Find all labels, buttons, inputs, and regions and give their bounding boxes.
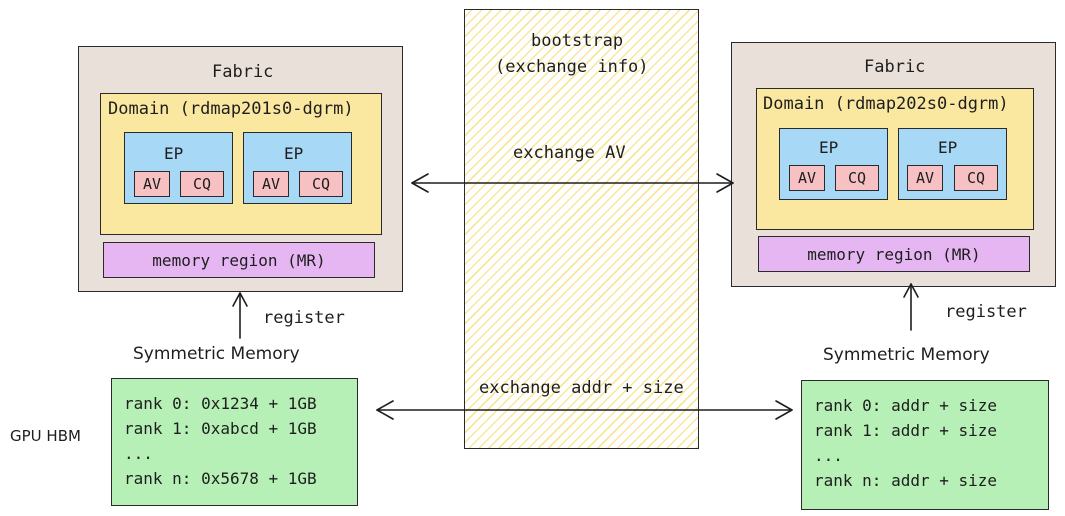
right-endpoint-2-label: EP bbox=[938, 138, 958, 157]
gpu-hbm-label: GPU HBM bbox=[10, 427, 81, 445]
left-endpoint-1-av: AV bbox=[134, 171, 170, 197]
right-symmetric-memory-label: Symmetric Memory bbox=[823, 345, 990, 365]
right-endpoint-1-cq: CQ bbox=[835, 165, 879, 191]
left-register-label: register bbox=[263, 308, 345, 328]
right-memory-region: memory region (MR) bbox=[758, 236, 1030, 272]
left-endpoint-2-av: AV bbox=[253, 171, 289, 197]
left-symmetric-memory-label: Symmetric Memory bbox=[133, 344, 300, 364]
left-rank-n: rank n: 0x5678 + 1GB bbox=[124, 469, 317, 488]
right-endpoint-2-av: AV bbox=[907, 165, 943, 191]
right-endpoint-1-av: AV bbox=[789, 165, 825, 191]
right-domain-label: Domain (rdmap202s0-dgrm) bbox=[763, 94, 1009, 114]
bootstrap-subtitle: (exchange info) bbox=[495, 57, 649, 77]
right-rank-1: rank 1: addr + size bbox=[814, 421, 998, 440]
right-rank-0: rank 0: addr + size bbox=[814, 396, 998, 415]
right-endpoint-2-cq: CQ bbox=[954, 165, 998, 191]
exchange-addr-label: exchange addr + size bbox=[479, 378, 684, 398]
right-rank-n: rank n: addr + size bbox=[814, 471, 998, 490]
left-memory-region: memory region (MR) bbox=[103, 242, 375, 278]
right-fabric-label: Fabric bbox=[864, 57, 926, 77]
exchange-addr-arrowhead-right bbox=[775, 400, 793, 420]
left-rank-1: rank 1: 0xabcd + 1GB bbox=[124, 419, 317, 438]
exchange-av-label: exchange AV bbox=[513, 143, 626, 163]
left-symmetric-memory: rank 0: 0x1234 + 1GB rank 1: 0xabcd + 1G… bbox=[111, 378, 358, 506]
left-endpoint-2-label: EP bbox=[284, 144, 304, 163]
left-rank-0: rank 0: 0x1234 + 1GB bbox=[124, 394, 317, 413]
bootstrap-title: bootstrap bbox=[531, 31, 624, 51]
left-endpoint-1-label: EP bbox=[164, 144, 184, 163]
right-register-label: register bbox=[945, 302, 1027, 322]
exchange-av-arrowhead-left bbox=[411, 173, 429, 193]
right-endpoint-1-label: EP bbox=[819, 138, 839, 157]
left-endpoint-1-cq: CQ bbox=[180, 171, 224, 197]
exchange-addr-arrowhead-left bbox=[376, 400, 394, 420]
left-domain-label: Domain (rdmap201s0-dgrm) bbox=[108, 99, 354, 119]
left-register-arrowhead bbox=[232, 292, 248, 307]
right-rank-ellipsis: ... bbox=[814, 446, 843, 465]
left-fabric-label: Fabric bbox=[212, 62, 274, 82]
exchange-av-arrowhead-right bbox=[716, 173, 734, 193]
left-endpoint-2-cq: CQ bbox=[299, 171, 343, 197]
left-rank-ellipsis: ... bbox=[124, 444, 153, 463]
right-register-arrowhead bbox=[903, 283, 919, 298]
bootstrap-panel bbox=[464, 9, 699, 449]
right-symmetric-memory: rank 0: addr + size rank 1: addr + size … bbox=[801, 380, 1049, 510]
